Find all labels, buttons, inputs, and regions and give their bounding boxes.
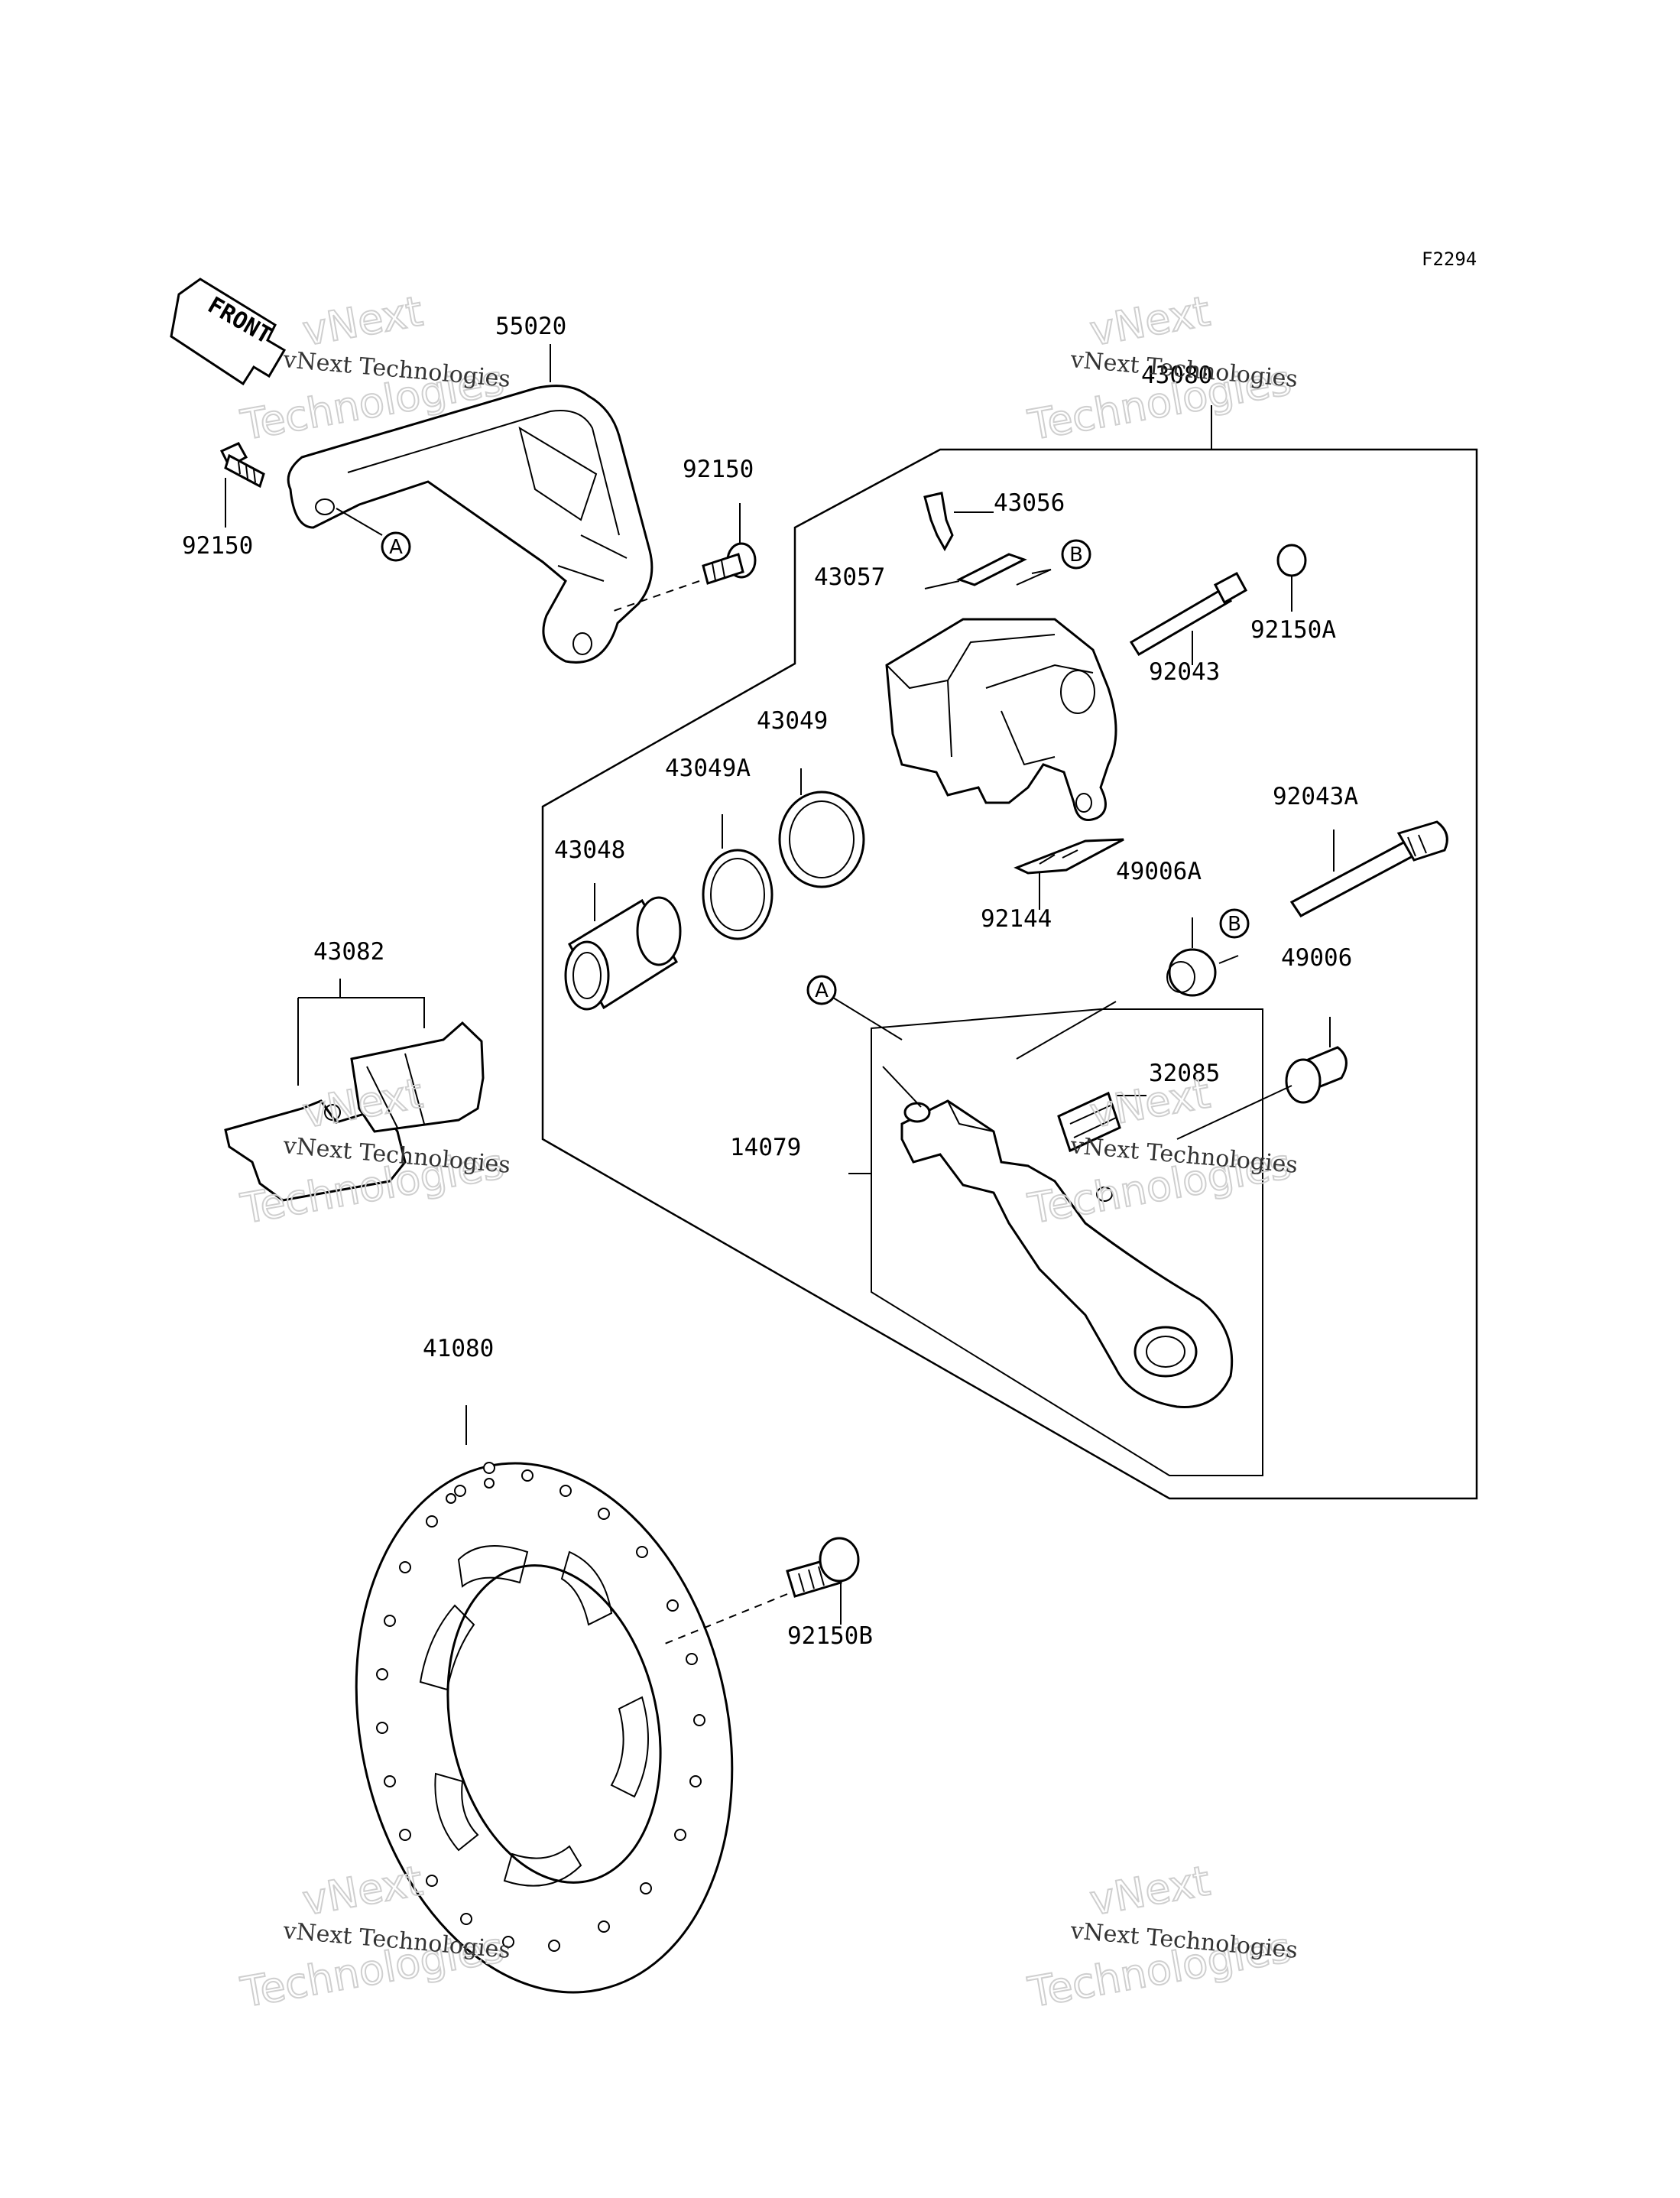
boot-49006-drawing xyxy=(1176,1046,1348,1140)
svg-text:A: A xyxy=(389,536,403,559)
front-arrow-icon: FRONT xyxy=(170,278,287,386)
part-label-92150B: 92150B xyxy=(787,1622,873,1650)
part-label-43056: 43056 xyxy=(994,489,1065,517)
part-label-43049A: 43049A xyxy=(665,755,751,782)
part-label-43082: 43082 xyxy=(313,938,384,966)
seal-43049A-drawing xyxy=(702,849,774,940)
svg-text:B: B xyxy=(1069,544,1083,567)
disc-holes xyxy=(376,1462,705,1952)
seal-43049-drawing xyxy=(778,791,865,888)
watermark-bottom-right: vNext Technologies vNext Technologies xyxy=(1023,1855,1299,2018)
bolt-92150-top-drawing xyxy=(611,542,757,612)
callout-b-mid-icon: B xyxy=(1219,908,1250,939)
part-label-92150A: 92150A xyxy=(1250,616,1336,644)
svg-text:vNext: vNext xyxy=(1086,1856,1213,1924)
bolt-92150B-drawing xyxy=(664,1537,860,1644)
part-label-43048: 43048 xyxy=(554,836,625,864)
svg-text:vNext: vNext xyxy=(1086,287,1213,355)
part-label-49006: 49006 xyxy=(1281,944,1352,972)
callout-a-left-icon: A xyxy=(381,531,411,562)
callout-b-top-icon: B xyxy=(1061,539,1091,570)
plate-43057-drawing xyxy=(924,553,1027,589)
callout-a-mid-icon: A xyxy=(806,975,903,1041)
part-label-43049: 43049 xyxy=(757,707,828,735)
svg-text:vNext: vNext xyxy=(299,1856,426,1924)
part-label-92144: 92144 xyxy=(981,905,1052,933)
bolt-92150-left-drawing xyxy=(219,442,265,489)
spring-92144-drawing xyxy=(1014,838,1124,875)
svg-text:B: B xyxy=(1228,913,1241,936)
clip-32085-drawing xyxy=(1057,1091,1121,1153)
part-label-92043: 92043 xyxy=(1149,658,1220,686)
part-label-14079: 14079 xyxy=(730,1134,801,1161)
part-label-43057: 43057 xyxy=(814,563,885,591)
caliper-holder-14079-drawing xyxy=(882,1001,1234,1408)
caliper-body-drawing xyxy=(885,618,1117,821)
watermark-top-right: vNext Technologies vNext Technologies xyxy=(1023,286,1299,450)
svg-text:vNext: vNext xyxy=(299,287,426,355)
caliper-bracket-drawing xyxy=(287,385,654,664)
part-label-32085: 32085 xyxy=(1149,1060,1220,1087)
part-label-92043A: 92043A xyxy=(1273,783,1358,810)
brake-disc-41080-drawing xyxy=(355,1462,734,1994)
part-label-41080: 41080 xyxy=(423,1335,494,1362)
figure-code: F2294 xyxy=(1422,248,1477,270)
svg-text:vNext: vNext xyxy=(1086,1069,1213,1137)
part-label-92150-left: 92150 xyxy=(182,532,253,560)
leader-lines xyxy=(225,344,1335,1625)
watermark-mid-right: vNext Technologies vNext Technologies xyxy=(1023,1068,1299,1234)
boot-49006A-drawing xyxy=(1166,948,1239,997)
part-label-55020: 55020 xyxy=(495,313,566,340)
part-label-43080: 43080 xyxy=(1141,362,1212,389)
kit-box-outline xyxy=(541,448,1478,1500)
pin-92043A-drawing xyxy=(1289,820,1448,917)
part-label-92150-top: 92150 xyxy=(683,456,754,483)
svg-text:A: A xyxy=(815,979,829,1002)
brake-pads-43082-drawing xyxy=(224,997,485,1202)
bleeder-valve-43056-drawing xyxy=(923,492,994,552)
part-label-49006A: 49006A xyxy=(1116,858,1202,885)
holder-box-outline xyxy=(871,1008,1263,1476)
piston-43048-drawing xyxy=(564,896,682,1011)
